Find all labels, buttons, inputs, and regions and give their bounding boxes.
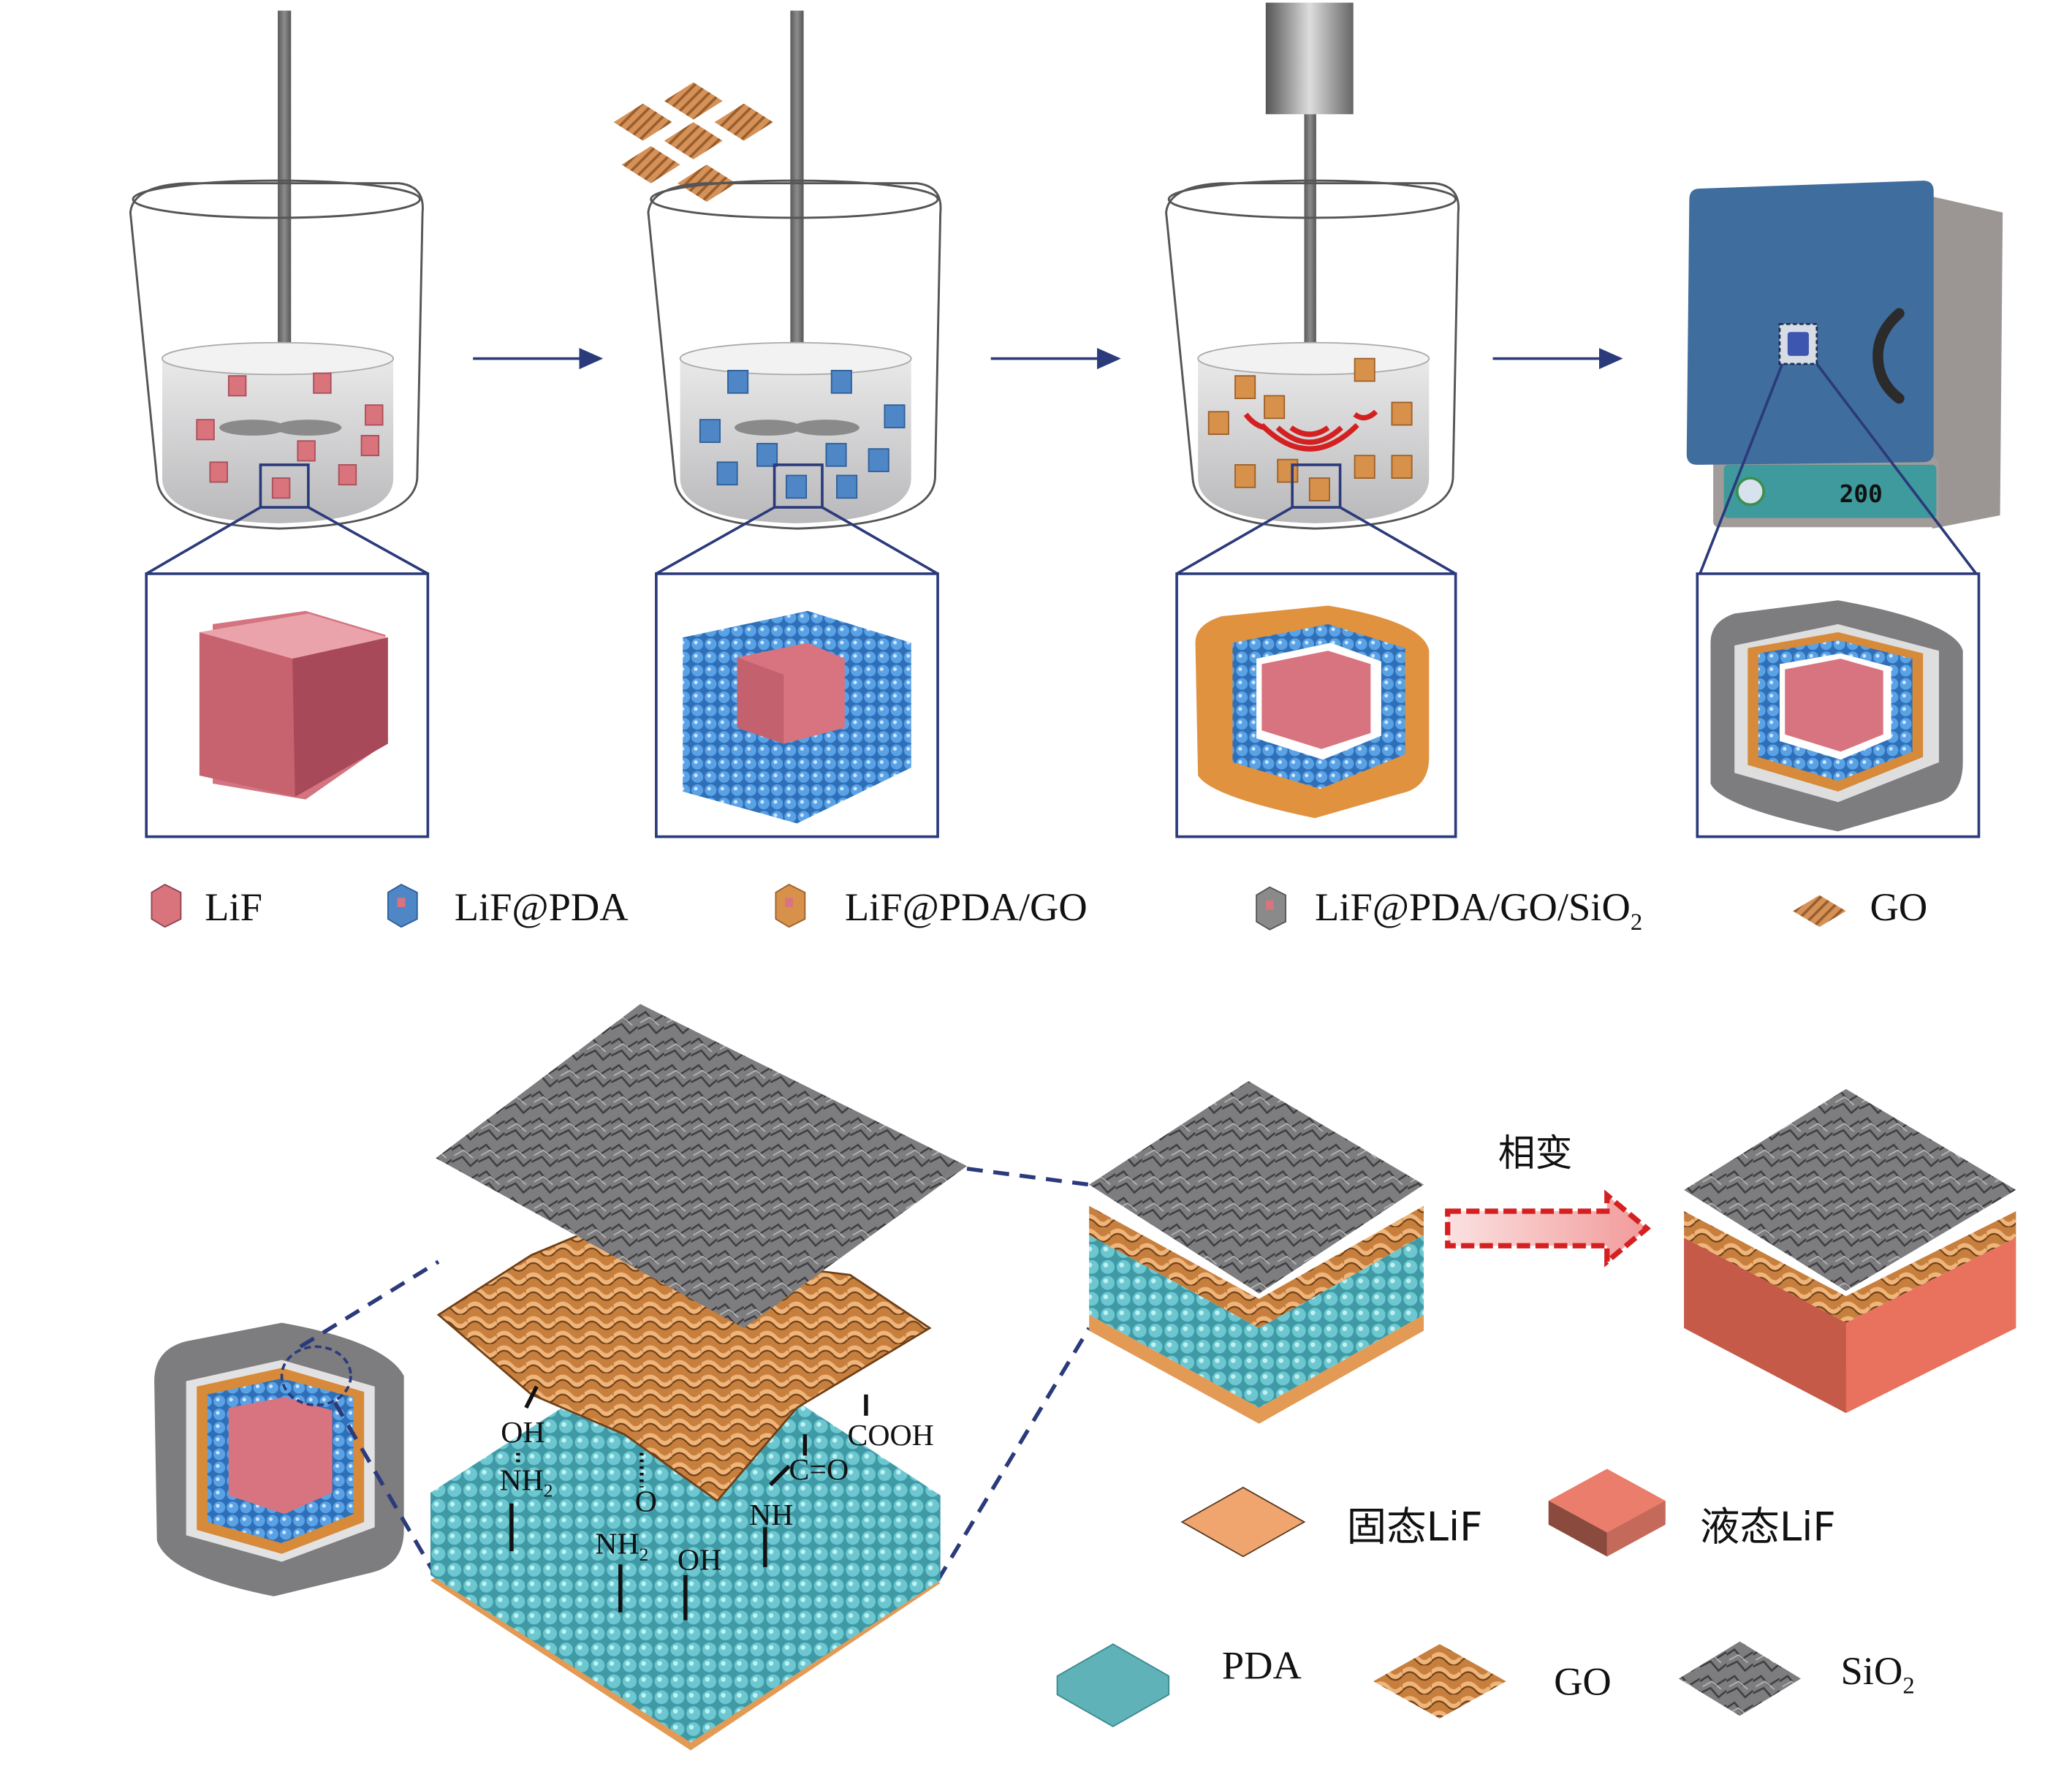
stirrer-rod: [790, 10, 804, 436]
step-3-beaker: [1165, 2, 1460, 530]
legend-item-sio2: SiO2: [1678, 1641, 1915, 1716]
svg-text:OH: OH: [678, 1544, 721, 1577]
zoom-dashed-lines: [299, 1167, 1091, 1582]
legend-item-lif: LiF: [151, 884, 262, 929]
zoom-circle: [280, 1345, 352, 1407]
oven-control-panel: [1723, 464, 1937, 518]
lif-particles: [196, 372, 384, 499]
svg-text:固态LiF: 固态LiF: [1347, 1504, 1483, 1550]
panel-lif: [145, 572, 430, 838]
oven-door: [1686, 181, 1934, 465]
svg-text:NH: NH: [749, 1498, 793, 1532]
svg-text:LiF@PDA/GO/SiO2: LiF@PDA/GO/SiO2: [1315, 884, 1642, 936]
lif-pda-go-particles: [1207, 357, 1413, 501]
svg-text:O: O: [635, 1485, 657, 1519]
svg-text:C=O: C=O: [789, 1453, 849, 1487]
liquid-lif-swatch-icon: [1606, 1501, 1666, 1557]
lif-swatch-icon: [151, 884, 182, 928]
stirrer-rod: [278, 10, 292, 436]
legend-bottom: 固态LiF 液态LiF PDA GO SiO2: [1056, 1468, 1915, 1727]
ultrasonic-probe-head: [1265, 2, 1354, 115]
svg-text:液态LiF: 液态LiF: [1700, 1504, 1836, 1550]
svg-text:LiF: LiF: [205, 884, 262, 929]
svg-text:PDA: PDA: [1222, 1643, 1302, 1688]
oven-temperature-display: 200: [1840, 480, 1883, 508]
chemical-bonds: [509, 1385, 868, 1621]
legend-item-lif-pda-go: LiF@PDA/GO: [775, 884, 1088, 929]
svg-text:NH2: NH2: [595, 1528, 648, 1565]
svg-text:OH: OH: [501, 1416, 544, 1449]
solid-lif-swatch-icon: [1180, 1486, 1306, 1558]
svg-text:GO: GO: [1554, 1659, 1612, 1703]
phase-change-arrow-icon: [1445, 1189, 1651, 1267]
panel-lif-pda-go: [1175, 572, 1457, 838]
svg-text:SiO2: SiO2: [1841, 1648, 1915, 1699]
composite-liquid-lif: [1684, 1088, 2016, 1414]
legend-item-liquid-lif: 液态LiF: [1548, 1468, 1836, 1557]
ultrasonic-probe-rod: [1304, 114, 1316, 417]
legend-item-go: GO: [1373, 1644, 1612, 1719]
panel-lif-pda-go-sio2: [1696, 572, 1981, 838]
step-1-beaker: [129, 10, 424, 530]
step-2-beaker: [613, 10, 942, 530]
legend-item-lif-pda-go-sio2: LiF@PDA/GO/SiO2: [1256, 884, 1642, 936]
svg-text:GO: GO: [1870, 884, 1928, 929]
svg-text:LiF@PDA: LiF@PDA: [455, 884, 629, 929]
panel-lif-pda: [655, 572, 939, 838]
pda-swatch-icon: [1056, 1643, 1170, 1727]
svg-text:NH2: NH2: [499, 1464, 553, 1501]
lif-pda-particles: [699, 370, 906, 499]
legend-item-solid-lif: 固态LiF: [1180, 1486, 1483, 1558]
oven-door-handle: [1872, 308, 1905, 404]
svg-text:LiF@PDA/GO: LiF@PDA/GO: [845, 884, 1088, 929]
svg-text:COOH: COOH: [848, 1419, 934, 1452]
sio2-swatch-icon: [1678, 1641, 1802, 1716]
legend-item-go: GO: [1793, 884, 1927, 929]
sio2-layer: [436, 1004, 968, 1328]
legend-item-pda: PDA: [1056, 1643, 1302, 1727]
legend-top: LiF LiF@PDA LiF@PDA/GO LiF@PDA/GO/SiO2 G…: [151, 884, 1927, 936]
oven-power-button: [1735, 477, 1765, 507]
go-layer-swatch-icon: [1373, 1644, 1506, 1719]
zoom-box: [259, 463, 310, 509]
go-swatch-icon: [1793, 895, 1846, 928]
zoom-box: [1291, 463, 1342, 509]
core-shell-particle: [154, 1322, 404, 1596]
zoom-connectors: [145, 363, 1978, 575]
ultrasonic-waves: [1243, 409, 1378, 452]
composite-solid-lif: [1089, 1080, 1424, 1424]
phase-change-arrow: 相变: [1445, 1132, 1651, 1267]
svg-text:相变: 相变: [1498, 1132, 1573, 1175]
oven-side: [1932, 196, 2003, 529]
chemical-labels: OH NH2 O NH2 OH NH C=O COOH: [499, 1416, 933, 1577]
step-4-oven: 200: [1686, 181, 2003, 529]
legend-item-lif-pda: LiF@PDA: [387, 884, 629, 929]
zoom-box: [773, 463, 824, 509]
